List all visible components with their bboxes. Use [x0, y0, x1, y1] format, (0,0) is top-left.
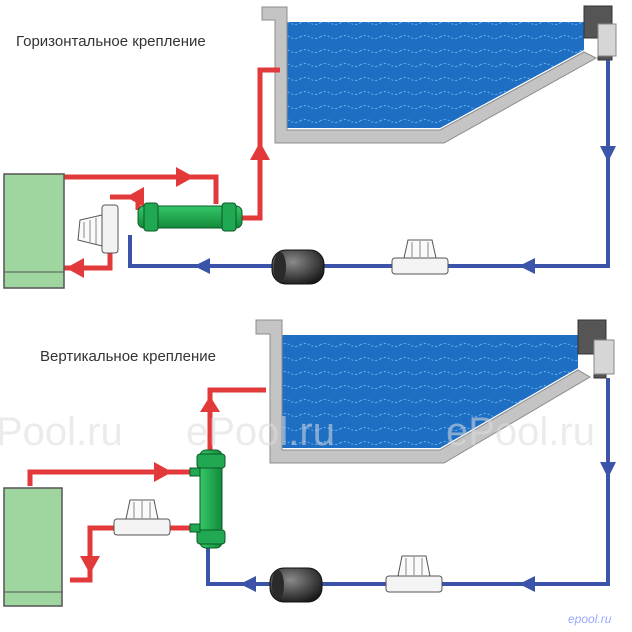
top-arrow-down-icon — [600, 146, 616, 162]
bottom-pump-icon — [269, 567, 323, 603]
top-caption: Горизонтальное крепление — [16, 33, 206, 50]
watermark-left: Pool.ru — [0, 410, 123, 454]
bottom-boiler-icon — [3, 487, 63, 607]
top-hot-arrow-up-icon — [250, 142, 270, 160]
bottom-arrow-down-icon — [600, 462, 616, 478]
bottom-pool — [255, 319, 615, 464]
top-arrow-left-icon — [194, 258, 210, 274]
bottom-arrow-left-icon — [240, 576, 256, 592]
top-boiler-icon — [3, 173, 65, 289]
top-heat-exchanger-icon — [137, 202, 243, 232]
top-filter-icon — [391, 239, 449, 275]
site-logo: epool.ru — [568, 612, 612, 626]
bottom-pool-water — [282, 335, 578, 448]
top-cold-line — [128, 60, 610, 268]
bottom-heat-exchanger-icon — [189, 449, 226, 549]
bottom-hot-arrow-right-icon — [154, 462, 172, 482]
watermark-right: ePool.ru — [446, 410, 595, 454]
bottom-hot-arrow-down-icon — [80, 556, 100, 574]
bottom-diagram — [3, 319, 616, 607]
top-arrow-left-icon — [519, 258, 535, 274]
top-hot-arrow-right-icon — [176, 167, 194, 187]
top-diagram — [3, 5, 617, 289]
top-pool-wall — [261, 6, 598, 144]
bottom-hot-arrow-up-icon — [200, 396, 220, 412]
top-pump-icon — [271, 249, 325, 285]
top-hot-arrow-left-icon — [126, 187, 144, 207]
watermark-center: ePool.ru — [186, 410, 335, 454]
top-pool-water — [287, 22, 584, 128]
bottom-caption: Вертикальное крепление — [40, 348, 217, 365]
bottom-arrow-left-icon — [519, 576, 535, 592]
top-valve-icon — [77, 204, 119, 254]
bottom-valve-icon — [113, 499, 171, 536]
top-hot-arrow-left-icon — [66, 258, 84, 278]
bottom-filter-icon — [385, 555, 443, 593]
bottom-pool-wall — [255, 319, 591, 464]
top-pool — [261, 5, 617, 144]
